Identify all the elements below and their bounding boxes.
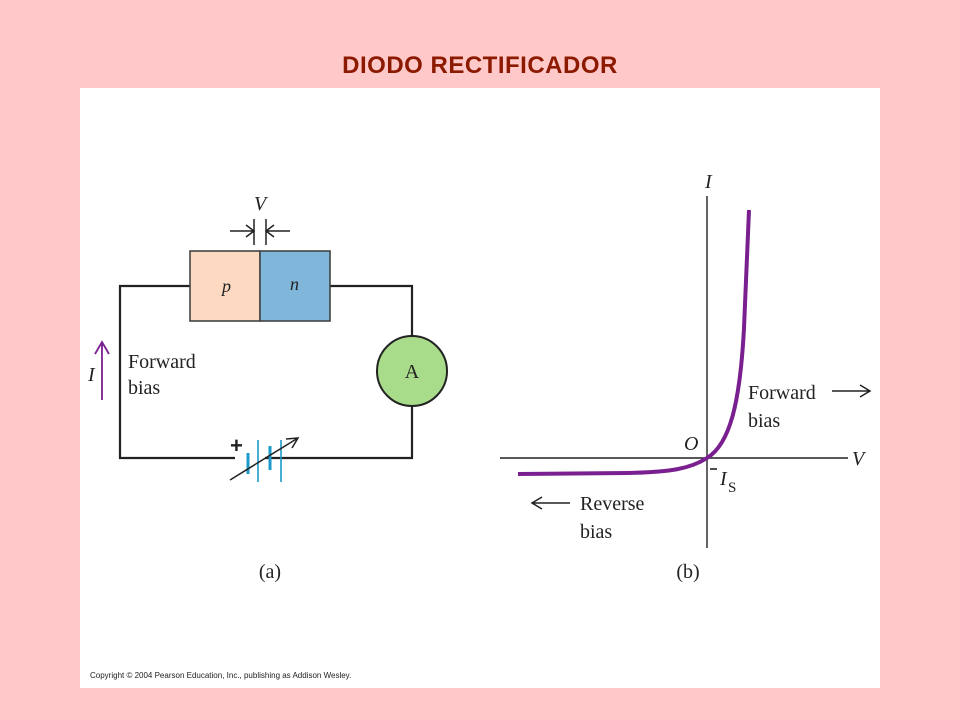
reverse-bias-label-2: bias xyxy=(580,521,612,543)
circuit-wire xyxy=(118,284,414,460)
current-arrow xyxy=(94,340,110,400)
voltage-arrow-right xyxy=(264,224,290,238)
p-label: p xyxy=(220,276,231,296)
battery-plus: + xyxy=(230,433,243,458)
origin-label: O xyxy=(684,433,698,455)
forward-bias-label-2: bias xyxy=(128,377,160,399)
n-region xyxy=(259,250,331,322)
x-axis-label: V xyxy=(852,448,867,470)
diode-figure: p n V A I Forward bias xyxy=(87,171,872,583)
saturation-label: I xyxy=(719,468,728,490)
reverse-bias-label: Reverse xyxy=(580,493,645,515)
caption-a: (a) xyxy=(259,561,281,583)
current-label: I xyxy=(87,364,96,386)
voltage-arrow-left xyxy=(230,224,256,238)
n-label: n xyxy=(290,274,299,294)
ammeter xyxy=(376,335,448,407)
copyright-notice: Copyright © 2004 Pearson Education, Inc.… xyxy=(90,671,352,680)
slide-title: DIODO RECTIFICADOR xyxy=(342,52,618,79)
y-axis-label: I xyxy=(704,171,713,193)
iv-curve xyxy=(517,209,751,476)
circuit-wire xyxy=(330,284,414,336)
circuit-diagram: p n V A I Forward bias xyxy=(87,193,448,583)
saturation-subscript: S xyxy=(728,480,736,496)
forward-bias-graph-label-2: bias xyxy=(748,410,780,432)
figure-panel: p n V A I Forward bias xyxy=(80,88,880,688)
ammeter-label: A xyxy=(405,361,420,383)
forward-bias-graph-label: Forward xyxy=(748,382,816,404)
variable-battery xyxy=(229,437,300,482)
reverse-arrow xyxy=(530,496,570,510)
iv-graph: I V O I S Forward bias Reverse bias (b) xyxy=(500,171,872,583)
forward-arrow xyxy=(832,384,872,398)
caption-b: (b) xyxy=(676,561,699,583)
forward-bias-label: Forward xyxy=(128,351,196,373)
voltage-label: V xyxy=(254,193,269,215)
